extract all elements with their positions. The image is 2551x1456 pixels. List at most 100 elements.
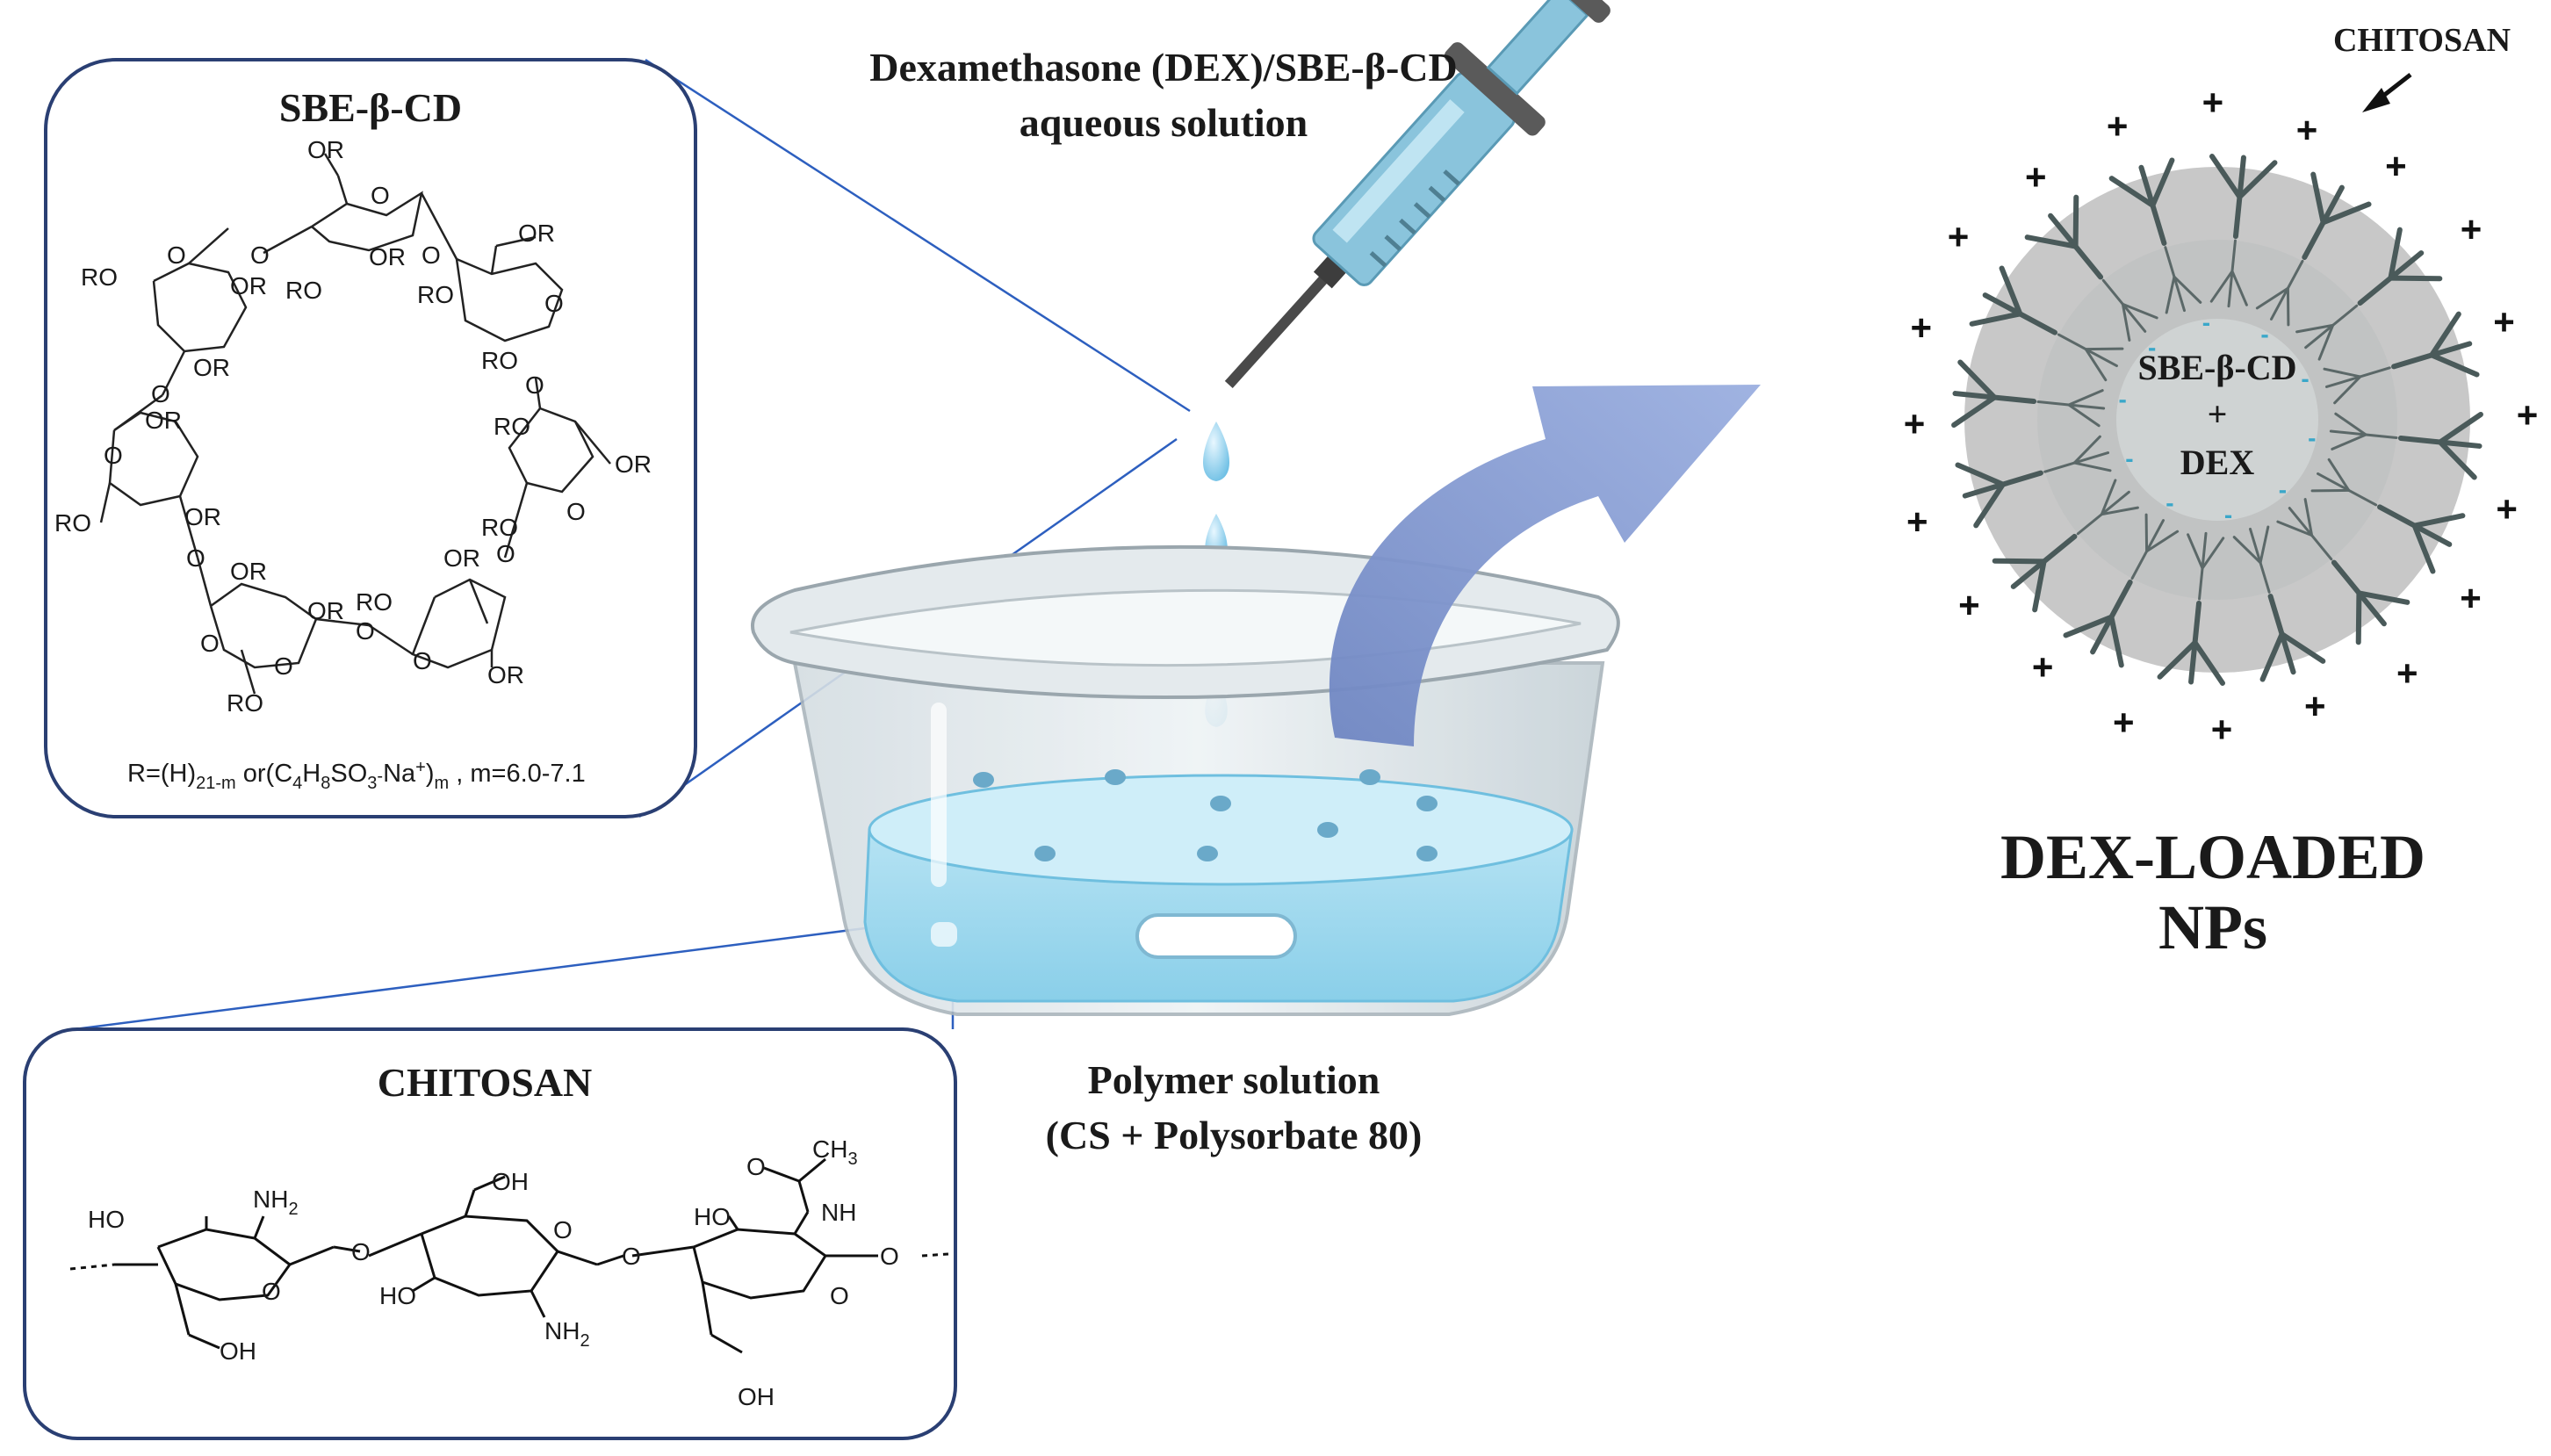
cd-label-o: O — [151, 380, 170, 407]
positive-charge: + — [1911, 307, 1933, 349]
cd-label-o: O — [566, 498, 586, 525]
cd-label-or: OR — [230, 558, 267, 585]
cd-label-o: O — [250, 241, 270, 269]
r-group-definition: R=(H)21-m or(C4H8SO3-Na+)m , m=6.0-7.1 — [127, 758, 586, 793]
chitosan-branch — [1999, 265, 2023, 317]
cd-label-or: OR — [145, 407, 182, 434]
chitosan-branch — [2279, 631, 2326, 664]
positive-charge: + — [1906, 501, 1928, 542]
negative-charge: - — [2119, 386, 2127, 413]
positive-charge: + — [2496, 488, 2518, 530]
cd-label-o: O — [496, 540, 515, 567]
inner-branch — [2327, 458, 2351, 492]
positive-charge: + — [2202, 82, 2224, 123]
inner-branch — [2259, 525, 2270, 565]
inner-branch — [2334, 412, 2367, 436]
inner-branch — [2165, 275, 2176, 314]
chitosan-branch — [2209, 154, 2243, 200]
inner-branch — [2317, 323, 2335, 361]
negative-charge: - — [2308, 424, 2316, 451]
negative-charge: - — [2279, 476, 2287, 503]
cd-label-o: O — [544, 290, 564, 317]
inner-branch — [2145, 530, 2180, 553]
result-label: DEX-LOADED NPs — [2000, 822, 2425, 962]
chitosan-label-o: O — [622, 1243, 641, 1270]
chitosan-branch — [2157, 639, 2198, 680]
cyclodextrin-ring-structure — [99, 153, 611, 695]
cd-label-o: O — [274, 652, 293, 680]
chitosan-label-o: O — [880, 1243, 899, 1270]
chitosan-branch — [1992, 558, 2047, 565]
chitosan-branch — [2072, 194, 2079, 249]
chitosan-box-title: CHITOSAN — [378, 1060, 593, 1105]
chitosan-branch — [2411, 513, 2466, 529]
negative-charge: - — [2224, 501, 2232, 528]
cd-label-ro: RO — [285, 277, 322, 304]
negative-charge: - — [2165, 489, 2173, 516]
chitosan-label-o: O — [746, 1153, 766, 1180]
cd-label-o: O — [525, 371, 544, 399]
positive-charge: + — [2396, 652, 2418, 694]
negative-charge: - — [2260, 321, 2268, 348]
chitosan-branch — [1969, 311, 2023, 327]
chitosan-branch — [2411, 523, 2436, 574]
positive-charge: + — [1948, 216, 1970, 257]
inner-branch — [2067, 403, 2101, 428]
cd-label-o: O — [104, 442, 123, 469]
result-label-line2: NPs — [2158, 892, 2267, 962]
positive-charge: + — [2107, 105, 2129, 147]
positive-charge: + — [2460, 577, 2482, 618]
cd-label-o: O — [356, 617, 375, 645]
inner-branch — [2232, 536, 2262, 565]
inner-branch — [2323, 367, 2362, 378]
inner-branch — [2100, 506, 2139, 516]
beaker-label-line2: (CS + Polysorbate 80) — [1046, 1113, 1423, 1157]
positive-charge: + — [2493, 301, 2515, 342]
negative-charge: - — [2202, 309, 2210, 336]
positive-charge: + — [2211, 709, 2233, 750]
drop — [1203, 422, 1229, 481]
inner-branch — [2100, 479, 2117, 516]
chitosan-branch — [2192, 639, 2225, 686]
cd-label-ro: RO — [494, 413, 530, 440]
chitosan-branch — [2437, 439, 2477, 480]
cd-label-ro: RO — [481, 347, 518, 374]
beaker-label: Polymer solution (CS + Polysorbate 80) — [1046, 1057, 1423, 1157]
chitosan-label-oh: OH — [220, 1337, 256, 1365]
cd-label-o: O — [186, 544, 205, 572]
cd-label-or: OR — [518, 220, 555, 247]
cd-label-or: OR — [369, 243, 406, 270]
chitosan-branch — [2237, 160, 2278, 200]
chitosan-label-oh: OH — [492, 1168, 529, 1195]
inner-branch — [2331, 433, 2367, 450]
positive-charge: + — [2032, 646, 2054, 688]
inner-branch — [2084, 348, 2108, 382]
np-core-line2: + — [2208, 394, 2228, 434]
chitosan-branch — [2024, 234, 2079, 249]
cd-label-o: O — [422, 241, 441, 269]
chitosan-branch — [1955, 462, 2006, 487]
chitosan-branch — [2108, 176, 2156, 208]
inner-branch — [2072, 435, 2101, 465]
inner-branch — [2303, 498, 2314, 537]
inner-branch — [2173, 275, 2202, 304]
chitosan-branch — [2259, 631, 2285, 682]
syringe-label-line2: aqueous solution — [1020, 100, 1308, 145]
chitosan-label-nh2: NH2 — [253, 1186, 299, 1219]
cd-label-ro: RO — [54, 509, 91, 537]
chitosan-branch — [2310, 171, 2326, 226]
chitosan-branch — [2429, 352, 2480, 378]
cd-label-ro: RO — [356, 588, 393, 616]
inner-branch — [2295, 323, 2335, 334]
inner-branch — [2187, 533, 2204, 570]
chitosan-branch — [1957, 359, 1998, 400]
chitosan-chain-structure — [69, 1157, 949, 1354]
chitosan-label-o: O — [262, 1278, 281, 1305]
inner-branch — [2067, 389, 2104, 407]
inner-branch — [2121, 302, 2131, 342]
chitosan-branch — [1951, 394, 1998, 428]
positive-charge: + — [2304, 686, 2326, 727]
chitosan-branch — [1973, 481, 2006, 529]
inner-branch — [2072, 461, 2112, 472]
positive-charge: + — [1958, 585, 1980, 626]
